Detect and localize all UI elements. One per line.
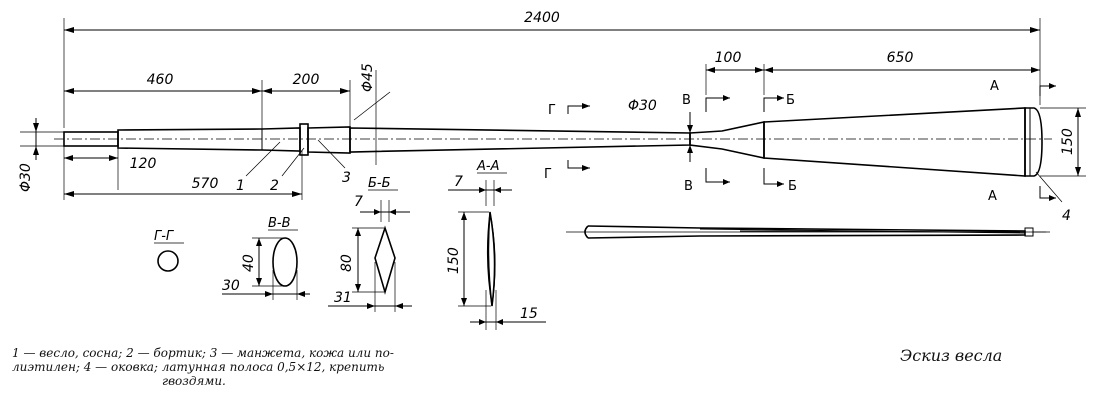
section-mark-a: А А [988, 79, 1056, 204]
section-aa: А-А 7 150 15 [446, 159, 546, 330]
dim-d30-mid: Φ30 [628, 98, 693, 162]
caption-line-3: гвоздями. [162, 374, 226, 388]
section-aa-top: 7 [454, 174, 463, 190]
mark-v-bottom: В [684, 179, 693, 194]
section-vv-height: 40 [241, 254, 257, 272]
part-1-label: 1 [236, 178, 245, 194]
section-bb: Б-Б 7 80 31 [328, 176, 412, 312]
section-gg-title: Г-Г [154, 229, 175, 244]
caption-line-1: 1 — весло, сосна; 2 — бортик; 3 — манжет… [12, 346, 394, 360]
section-mark-b: Б Б [763, 93, 797, 194]
dim-460: 460 [64, 72, 263, 135]
dim-200: 200 [262, 72, 351, 128]
mark-a-top: А [990, 79, 999, 94]
caption: 1 — весло, сосна; 2 — бортик; 3 — манжет… [12, 346, 512, 388]
collar [299, 123, 309, 156]
dim-120: 120 [64, 146, 156, 190]
dim-d30-mid-label: Φ30 [628, 98, 657, 114]
mark-b-top: Б [786, 93, 795, 108]
section-bb-height: 80 [339, 254, 355, 272]
section-mark-v: В В [682, 93, 730, 194]
section-aa-width: 15 [520, 306, 538, 322]
cuff [307, 126, 351, 154]
dim-460-label: 460 [147, 72, 174, 88]
section-bb-top: 7 [354, 194, 363, 210]
mark-b-bottom: Б [788, 179, 797, 194]
section-gg: Г-Г [154, 229, 184, 272]
mark-g-top: Г [548, 103, 556, 118]
dim-d30-left-label: Φ30 [18, 163, 34, 192]
section-mark-g: Г Г [544, 103, 590, 182]
oar-body [54, 107, 1052, 177]
dim-200-label: 200 [293, 72, 320, 88]
dim-150: 150 [1040, 107, 1086, 177]
mark-v-top: В [682, 93, 691, 108]
dim-d45-label: Φ45 [360, 63, 376, 92]
part-3-label: 3 [342, 170, 351, 186]
section-aa-title: А-А [476, 159, 499, 174]
section-vv-title: В-В [268, 216, 291, 231]
dim-650: 650 [764, 50, 1040, 73]
drawing-title: Эскиз весла [900, 346, 1003, 365]
caption-line-2: лиэтилен; 4 — оковка; латунная полоса 0,… [12, 360, 385, 374]
dim-total-label: 2400 [524, 10, 560, 26]
section-vv-width: 30 [222, 278, 240, 294]
dim-d45: Φ45 [353, 63, 391, 165]
blade [763, 107, 1026, 177]
part-leaders: 1 2 3 4 [236, 139, 1071, 224]
tip-armor [1024, 107, 1043, 177]
dim-100: 100 [705, 50, 765, 95]
dim-100-label: 100 [715, 50, 742, 66]
dim-d30-left: Φ30 [18, 118, 64, 192]
oar-side-view [566, 225, 1050, 239]
dim-570-label: 570 [192, 176, 219, 192]
section-vv: В-В 40 30 [222, 216, 310, 300]
section-aa-height: 150 [446, 247, 462, 274]
dim-570: 570 [63, 146, 303, 200]
part-2-label: 2 [270, 178, 279, 194]
mark-a-bottom: А [988, 189, 997, 204]
section-bb-width: 31 [334, 290, 352, 306]
dim-120-label: 120 [130, 156, 157, 172]
mark-g-bottom: Г [544, 167, 552, 182]
dim-150-label: 150 [1060, 128, 1076, 155]
dim-total: 2400 [63, 10, 1041, 128]
section-bb-title: Б-Б [368, 176, 391, 191]
part-4-label: 4 [1062, 208, 1071, 224]
dim-650-label: 650 [887, 50, 914, 66]
